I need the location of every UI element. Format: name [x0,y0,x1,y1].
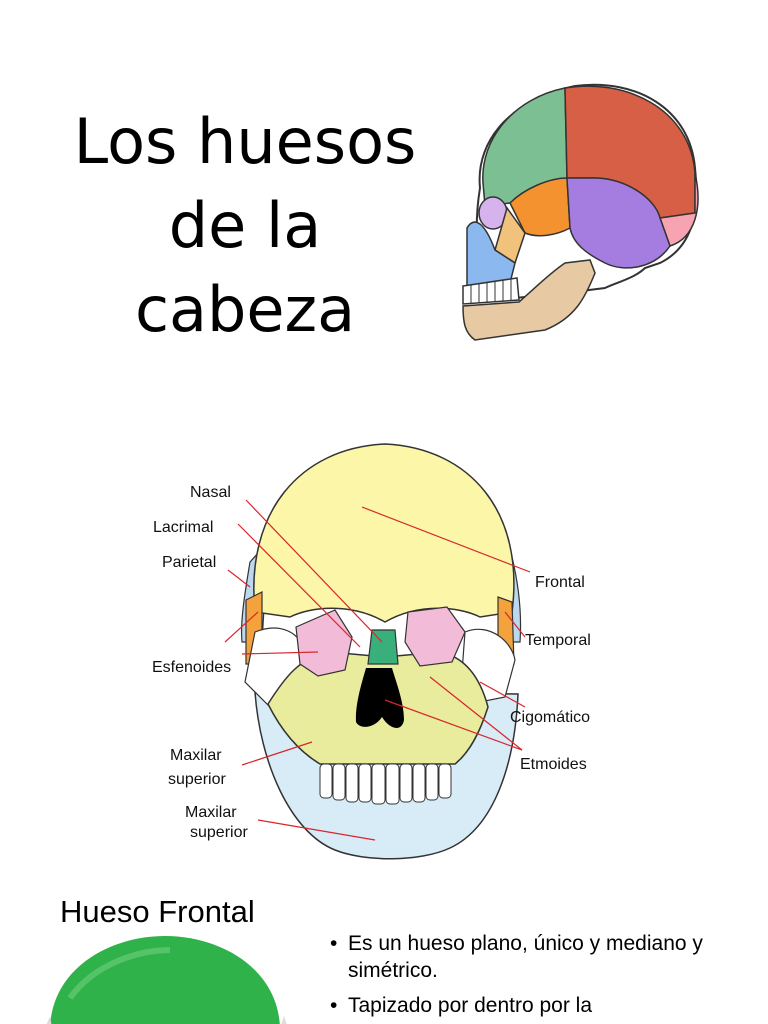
label-lacrimal: Lacrimal [153,519,213,536]
hueso-frontal-slide: Hueso Frontal Es un hueso plano, único y… [0,888,768,1024]
anterior-skull-slide: Nasal Lacrimal Parietal Esfenoides Maxil… [0,432,768,864]
bullet-list: Es un hueso plano, único y mediano y sim… [330,930,750,1024]
leader-lines [224,499,531,841]
slide-title: Hueso Frontal [60,894,255,929]
label-maxilar-superior-1a: Maxilar [170,747,222,764]
label-etmoides: Etmoides [520,756,587,773]
frontal-bone-illustration [46,936,287,1024]
anterior-skull-diagram: Nasal Lacrimal Parietal Esfenoides Maxil… [152,443,591,860]
bullet-item: Es un hueso plano, único y mediano y sim… [330,930,750,984]
slide-title: Los huesos de la cabeza [73,105,417,346]
frontal-bone [253,443,515,623]
label-nasal: Nasal [190,484,231,501]
label-maxilar-superior-2a: Maxilar [185,804,237,821]
label-maxilar-superior-2b: superior [190,824,248,841]
label-maxilar-superior-1b: superior [168,771,226,788]
label-temporal: Temporal [525,632,591,649]
title-slide: Los huesos de la cabeza [0,0,768,392]
bullet-item: Tapizado por dentro por la [330,992,750,1019]
label-esfenoides: Esfenoides [152,659,231,676]
lateral-skull-illustration [462,83,699,341]
label-parietal: Parietal [162,554,216,571]
label-cigomatico: Cigomático [510,709,590,726]
label-frontal: Frontal [535,574,585,591]
